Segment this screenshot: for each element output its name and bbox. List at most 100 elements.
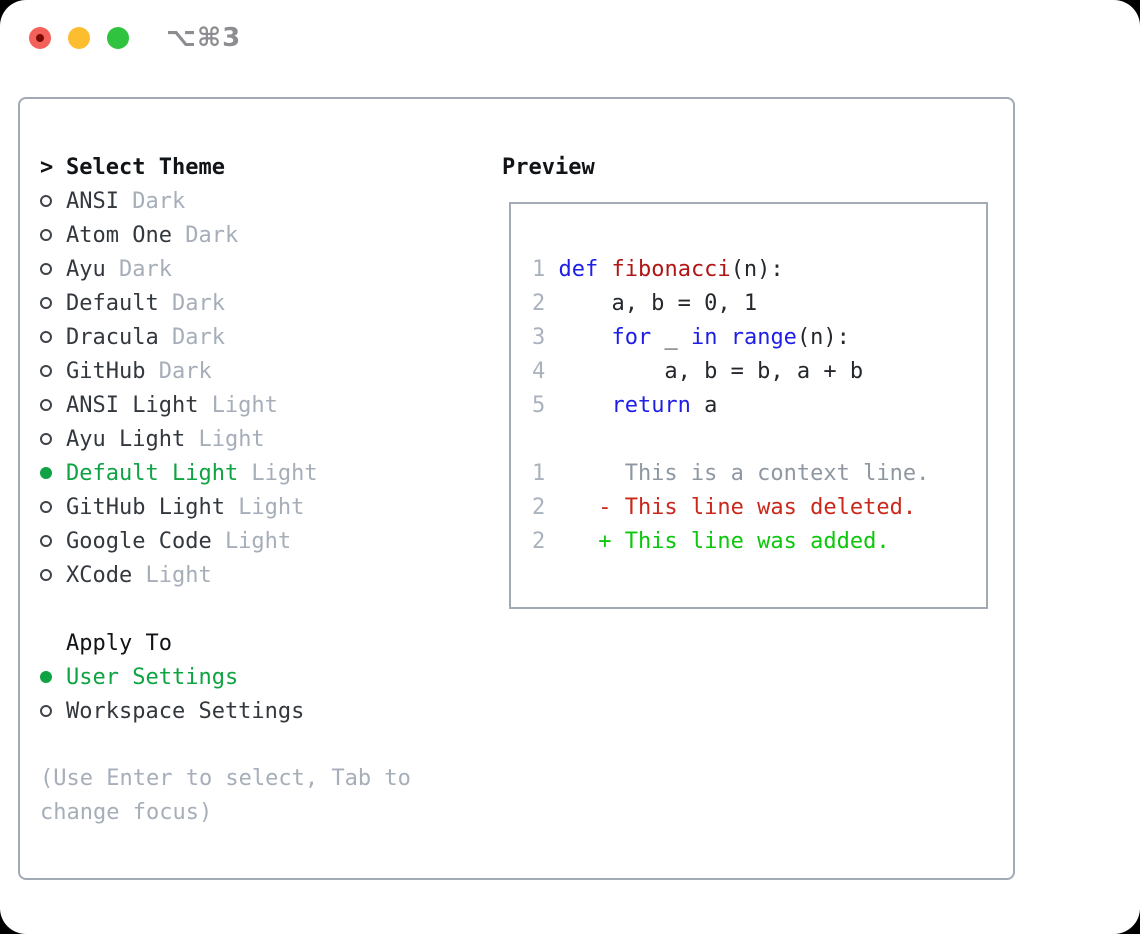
theme-option[interactable]: Ayu Light Light <box>40 422 318 456</box>
theme-name: GitHub Light <box>66 494 225 520</box>
code-line-text: a, b = b, a + b <box>558 359 863 384</box>
apply-option-label: User Settings <box>66 664 239 690</box>
theme-list-heading: > Select Theme <box>40 150 318 184</box>
theme-name: XCode <box>66 562 133 588</box>
radio-icon <box>40 569 52 581</box>
theme-variant: Light <box>224 528 292 554</box>
radio-icon <box>40 263 52 275</box>
code-line-text: This is a context line. <box>558 460 930 486</box>
theme-name: Default <box>66 290 159 316</box>
code-token: a, b = b, a + b <box>558 358 864 384</box>
apply-section-title: Apply To <box>66 630 172 656</box>
theme-name: GitHub <box>66 358 146 384</box>
theme-name: Dracula <box>66 324 159 350</box>
line-number: 2 <box>532 494 546 520</box>
zoom-button[interactable] <box>107 27 129 49</box>
theme-variant: Light <box>198 426 265 452</box>
code-token: This is a context line. <box>558 460 930 486</box>
theme-name: Google Code <box>66 528 212 554</box>
window-hotkey-label: ⌥⌘3 <box>166 23 242 53</box>
line-number: 1 <box>532 460 546 486</box>
theme-variant: Dark <box>171 290 225 316</box>
code-token <box>558 325 611 350</box>
code-line-text: return a <box>558 393 717 418</box>
theme-option[interactable]: Dracula Dark <box>40 320 318 354</box>
code-token: return <box>611 392 691 418</box>
theme-option[interactable]: XCode Light <box>40 558 318 592</box>
code-line-text: for _ in range(n): <box>558 325 849 350</box>
code-line-text: def fibonacci(n): <box>558 257 783 282</box>
code-token <box>598 257 611 282</box>
minimize-button[interactable] <box>68 27 90 49</box>
theme-option[interactable]: Default Light Light <box>40 456 318 490</box>
code-line: 1 This is a context line. <box>532 456 929 490</box>
code-line: 2 a, b = 0, 1 <box>532 286 929 320</box>
unsaved-dot-icon <box>36 34 44 42</box>
theme-option[interactable]: ANSI Light Light <box>40 388 318 422</box>
code-token: in <box>690 324 718 350</box>
radio-icon <box>40 297 52 309</box>
theme-name: Atom One <box>66 222 172 248</box>
theme-name: Ayu <box>66 256 106 282</box>
close-button[interactable] <box>29 27 51 49</box>
theme-option[interactable]: Default Dark <box>40 286 318 320</box>
line-number: 3 <box>532 324 546 350</box>
code-line-text: a, b = 0, 1 <box>558 291 757 316</box>
code-token: a, b = 0, 1 <box>558 290 758 316</box>
theme-picker-panel: > Select Theme ANSI Dark Atom One Dark A… <box>18 97 1015 880</box>
apply-list: Apply To User Settings Workspace Setting… <box>40 626 304 728</box>
preview-title: Preview <box>502 154 595 180</box>
code-token: (n): <box>796 324 850 350</box>
code-line-text: + This line was added. <box>558 529 889 554</box>
apply-option[interactable]: Workspace Settings <box>40 694 304 728</box>
code-token: _ <box>651 324 691 350</box>
line-number: 4 <box>532 358 546 384</box>
theme-name: Default Light <box>66 460 239 486</box>
theme-option[interactable]: Google Code Light <box>40 524 318 558</box>
preview-box: 1 def fibonacci(n): 2 a, b = 0, 1 3 for _… <box>509 202 988 609</box>
theme-option[interactable]: Atom One Dark <box>40 218 318 252</box>
radio-icon <box>40 195 52 207</box>
code-token <box>558 393 611 418</box>
code-token: + This line was added. <box>558 528 890 554</box>
theme-option[interactable]: ANSI Dark <box>40 184 318 218</box>
code-line: 5 return a <box>532 388 929 422</box>
theme-option[interactable]: Ayu Dark <box>40 252 318 286</box>
code-line: 2 - This line was deleted. <box>532 490 929 524</box>
code-preview: 1 def fibonacci(n): 2 a, b = 0, 1 3 for _… <box>532 252 929 558</box>
apply-option-label: Workspace Settings <box>66 698 305 724</box>
code-token: - This line was deleted. <box>558 494 917 520</box>
theme-name: ANSI Light <box>66 392 199 418</box>
code-line: 3 for _ in range(n): <box>532 320 929 354</box>
theme-name: Ayu Light <box>66 426 186 452</box>
radio-icon <box>40 229 52 241</box>
code-line: 2 + This line was added. <box>532 524 929 558</box>
code-token: for <box>611 324 652 350</box>
code-token: a <box>690 392 718 418</box>
radio-icon <box>40 501 52 513</box>
theme-variant: Light <box>251 460 318 486</box>
theme-list: > Select Theme ANSI Dark Atom One Dark A… <box>40 150 318 592</box>
keyboard-hint: (Use Enter to select, Tab to change focu… <box>40 766 425 825</box>
line-number: 1 <box>532 256 546 282</box>
theme-variant: Dark <box>158 358 212 384</box>
theme-variant: Dark <box>132 188 186 214</box>
line-number: 2 <box>532 290 546 316</box>
code-token: range <box>730 324 797 350</box>
theme-option[interactable]: GitHub Dark <box>40 354 318 388</box>
radio-icon <box>40 433 52 445</box>
code-token: def <box>558 256 599 282</box>
radio-icon <box>40 467 52 479</box>
theme-section-title: Select Theme <box>66 154 225 180</box>
theme-option[interactable]: GitHub Light Light <box>40 490 318 524</box>
apply-option[interactable]: User Settings <box>40 660 304 694</box>
code-line: 1 def fibonacci(n): <box>532 252 929 286</box>
line-number: 2 <box>532 528 546 554</box>
prompt-cursor-icon: > <box>40 154 54 180</box>
code-line <box>532 422 929 456</box>
radio-icon <box>40 331 52 343</box>
radio-icon <box>40 705 52 717</box>
theme-variant: Light <box>238 494 305 520</box>
theme-variant: Light <box>211 392 278 418</box>
